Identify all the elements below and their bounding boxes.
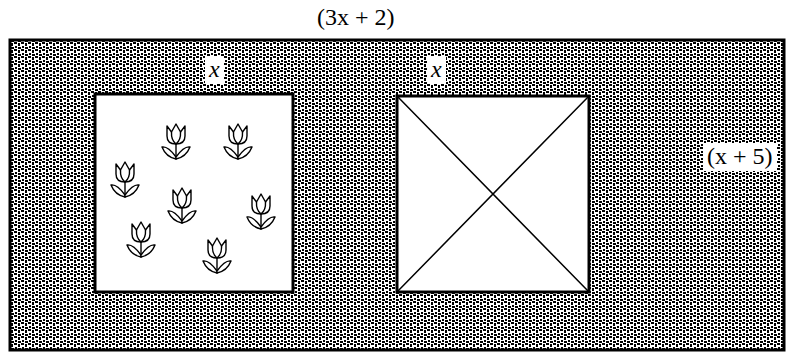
tulips <box>111 124 275 273</box>
side-length: x <box>205 56 224 84</box>
height-dimension: (x + 5) <box>703 143 777 171</box>
garden-bed <box>10 40 784 350</box>
width-dimension: (3x + 2) <box>313 4 399 32</box>
side-length: x <box>427 56 446 84</box>
flower-square <box>95 94 293 292</box>
cross-lines <box>397 96 589 292</box>
crossed-square <box>397 96 589 292</box>
